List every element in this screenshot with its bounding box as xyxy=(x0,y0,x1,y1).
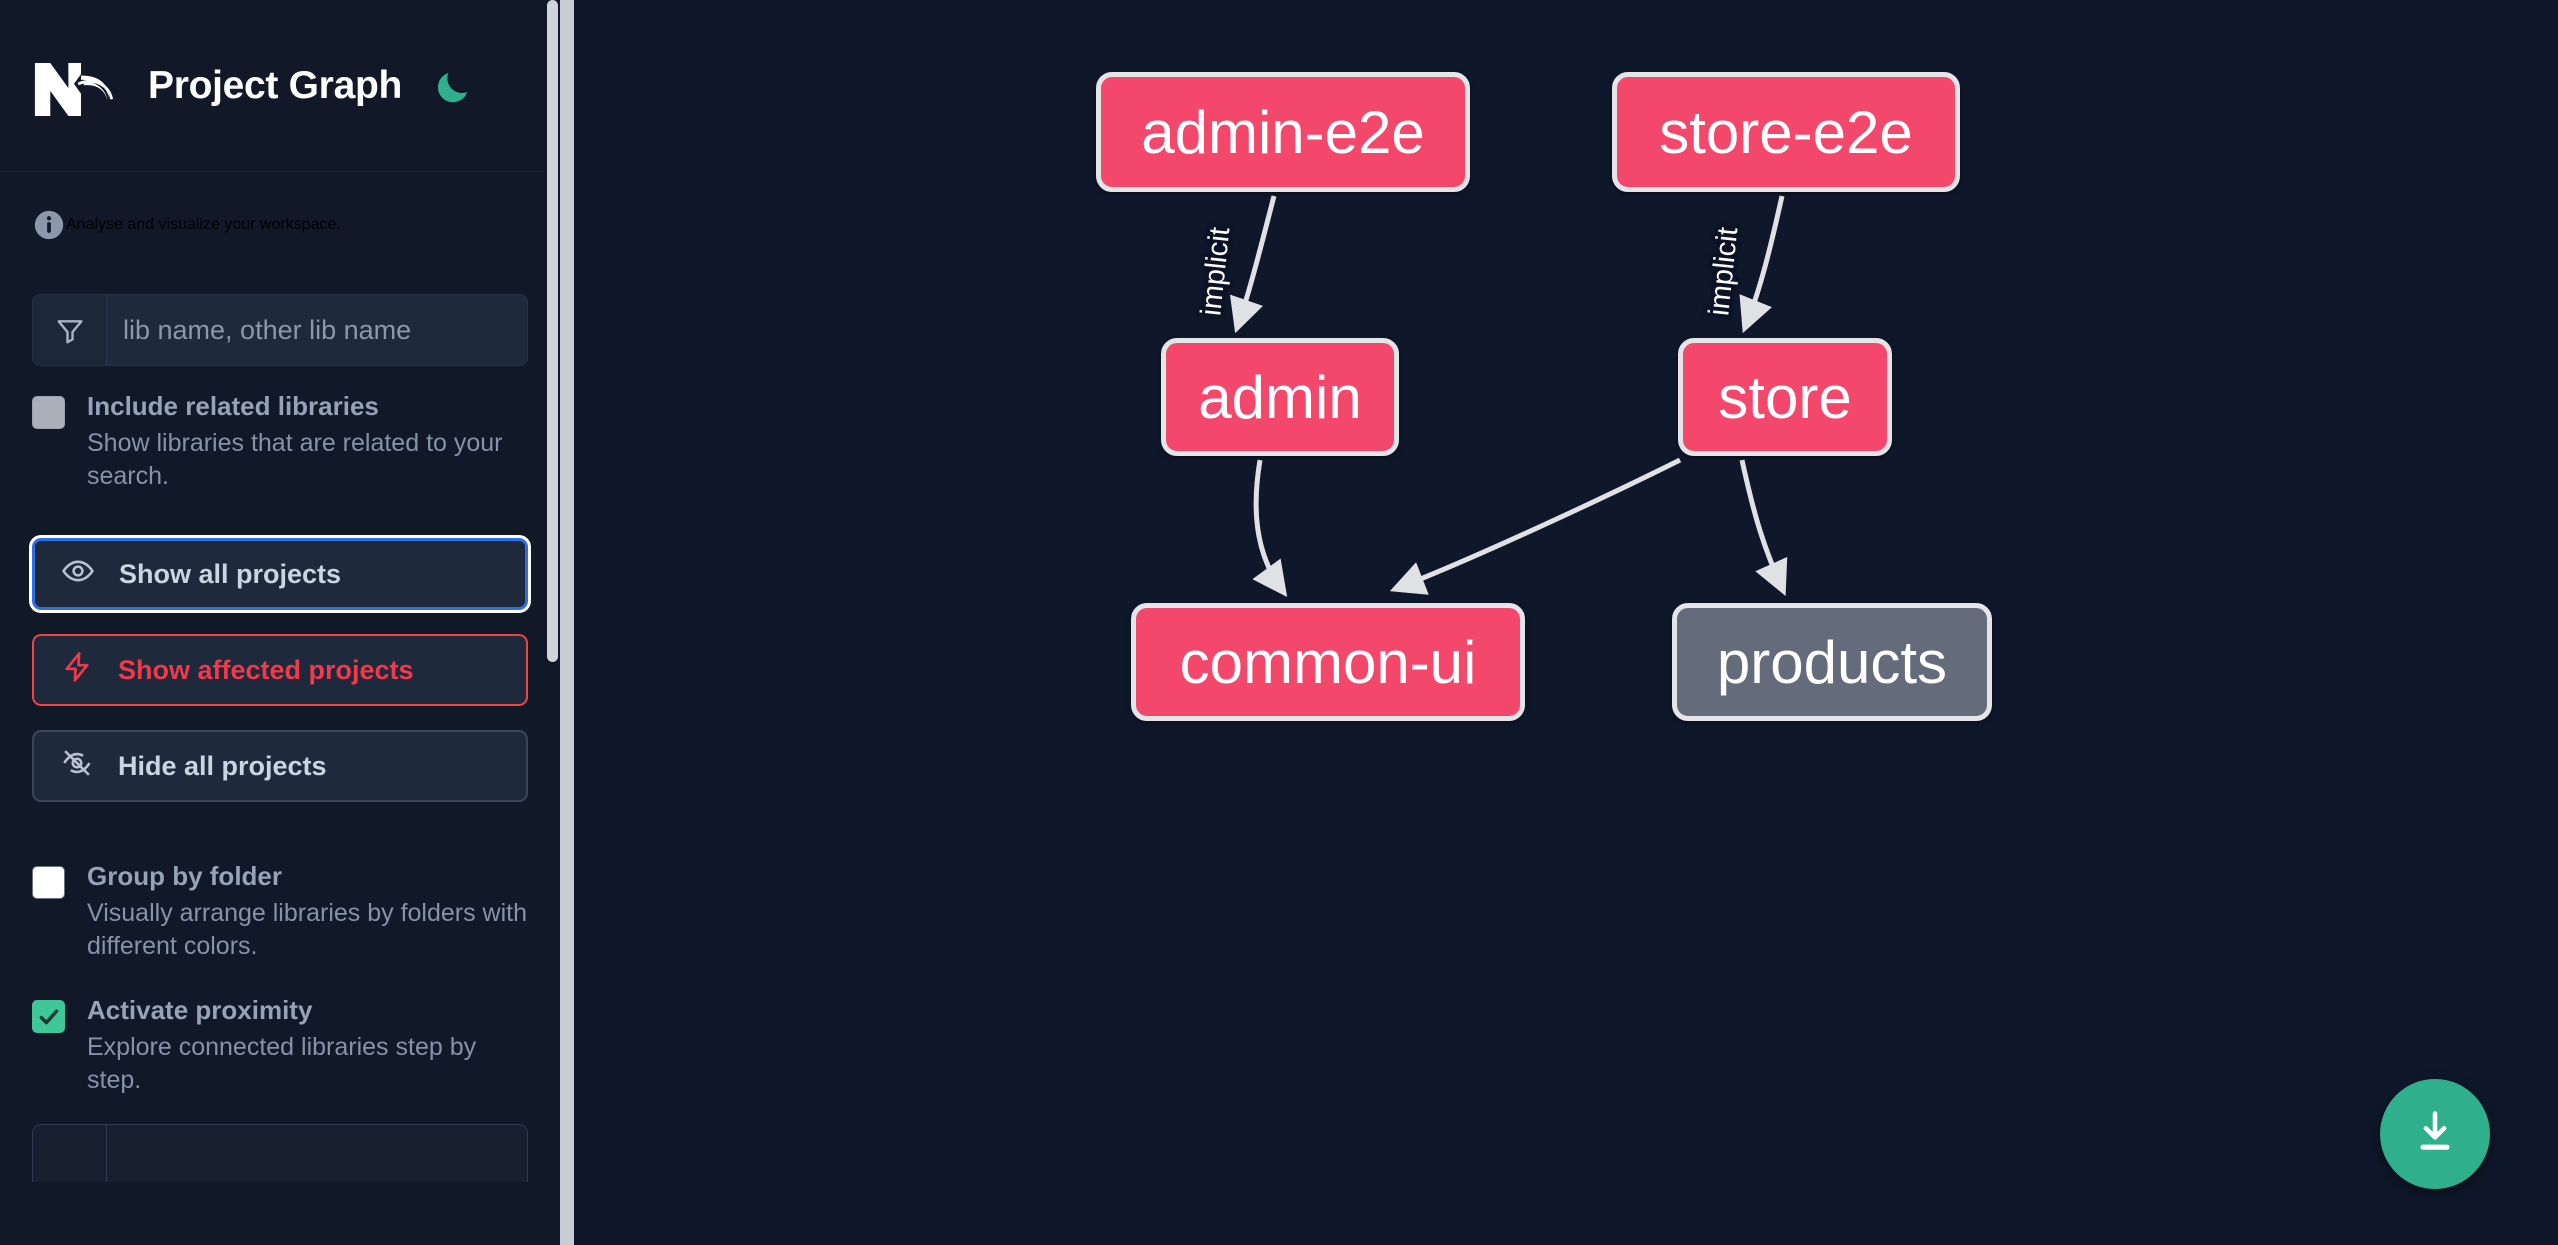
graph-node-admin-e2e[interactable]: admin-e2e xyxy=(1096,72,1470,192)
show-all-projects-label: Show all projects xyxy=(119,558,342,589)
option-activate-proximity-label: Activate proximity xyxy=(87,995,313,1025)
sidebar-bottom-partial-control[interactable] xyxy=(32,1124,528,1182)
eye-icon xyxy=(61,554,95,595)
checkbox-include-related[interactable] xyxy=(32,396,65,429)
lightning-bolt-icon xyxy=(60,650,94,691)
option-activate-proximity-description: Explore connected libraries step by step… xyxy=(87,1032,477,1095)
option-include-related-description: Show libraries that are related to your … xyxy=(87,428,503,491)
option-group-by-folder-description: Visually arrange libraries by folders wi… xyxy=(87,898,528,961)
download-graph-button[interactable] xyxy=(2380,1079,2490,1189)
graph-edges xyxy=(1229,195,1788,598)
checkbox-activate-proximity[interactable] xyxy=(32,1000,65,1033)
filter-funnel-icon xyxy=(33,295,107,365)
visibility-buttons: Show all projects Show affected projects xyxy=(32,538,528,802)
checkbox-group-by-folder[interactable] xyxy=(32,866,65,899)
graph-node-admin[interactable]: admin xyxy=(1161,338,1399,456)
graph-node-products[interactable]: products xyxy=(1672,603,1992,721)
hide-all-projects-button[interactable]: Hide all projects xyxy=(32,730,528,802)
graph-canvas[interactable]: admin-e2e store-e2e admin store common-ui pro… xyxy=(560,0,2558,1245)
show-all-projects-button[interactable]: Show all projects xyxy=(32,538,528,610)
option-group-by-folder-label: Group by folder xyxy=(87,861,282,891)
show-affected-projects-label: Show affected projects xyxy=(118,654,414,685)
sidebar-scrollbar-thumb[interactable] xyxy=(547,0,558,662)
eye-off-icon xyxy=(60,746,94,787)
option-activate-proximity[interactable]: Activate proximity Explore connected lib… xyxy=(0,964,560,1098)
download-icon xyxy=(2409,1106,2461,1163)
hide-all-projects-label: Hide all projects xyxy=(118,750,327,781)
sidebar-header: Project Graph xyxy=(0,0,560,172)
partial-control-icon-slot xyxy=(33,1125,107,1182)
sidebar-scrollbar-track[interactable] xyxy=(544,0,560,1245)
tagline-label: Analyse and visualize your workspace. xyxy=(66,216,341,233)
graph-node-store[interactable]: store xyxy=(1678,338,1892,456)
option-group-by-folder[interactable]: Group by folder Visually arrange librari… xyxy=(0,836,560,964)
graph-scroll-edge xyxy=(560,0,574,1245)
sidebar: Project Graph Analyse and visualize your… xyxy=(0,0,560,1245)
option-include-related[interactable]: Include related libraries Show libraries… xyxy=(0,366,560,494)
show-affected-projects-button[interactable]: Show affected projects xyxy=(32,634,528,706)
nx-logo-icon xyxy=(32,56,116,116)
search-input[interactable] xyxy=(107,295,527,365)
moon-icon[interactable] xyxy=(430,63,476,109)
tagline: Analyse and visualize your workspace. xyxy=(0,172,560,246)
graph-node-common-ui[interactable]: common-ui xyxy=(1131,603,1525,721)
page-title: Project Graph xyxy=(148,63,402,107)
graph-node-store-e2e[interactable]: store-e2e xyxy=(1612,72,1960,192)
option-include-related-label: Include related libraries xyxy=(87,391,379,421)
search-box[interactable] xyxy=(32,294,528,366)
info-icon xyxy=(32,208,66,242)
